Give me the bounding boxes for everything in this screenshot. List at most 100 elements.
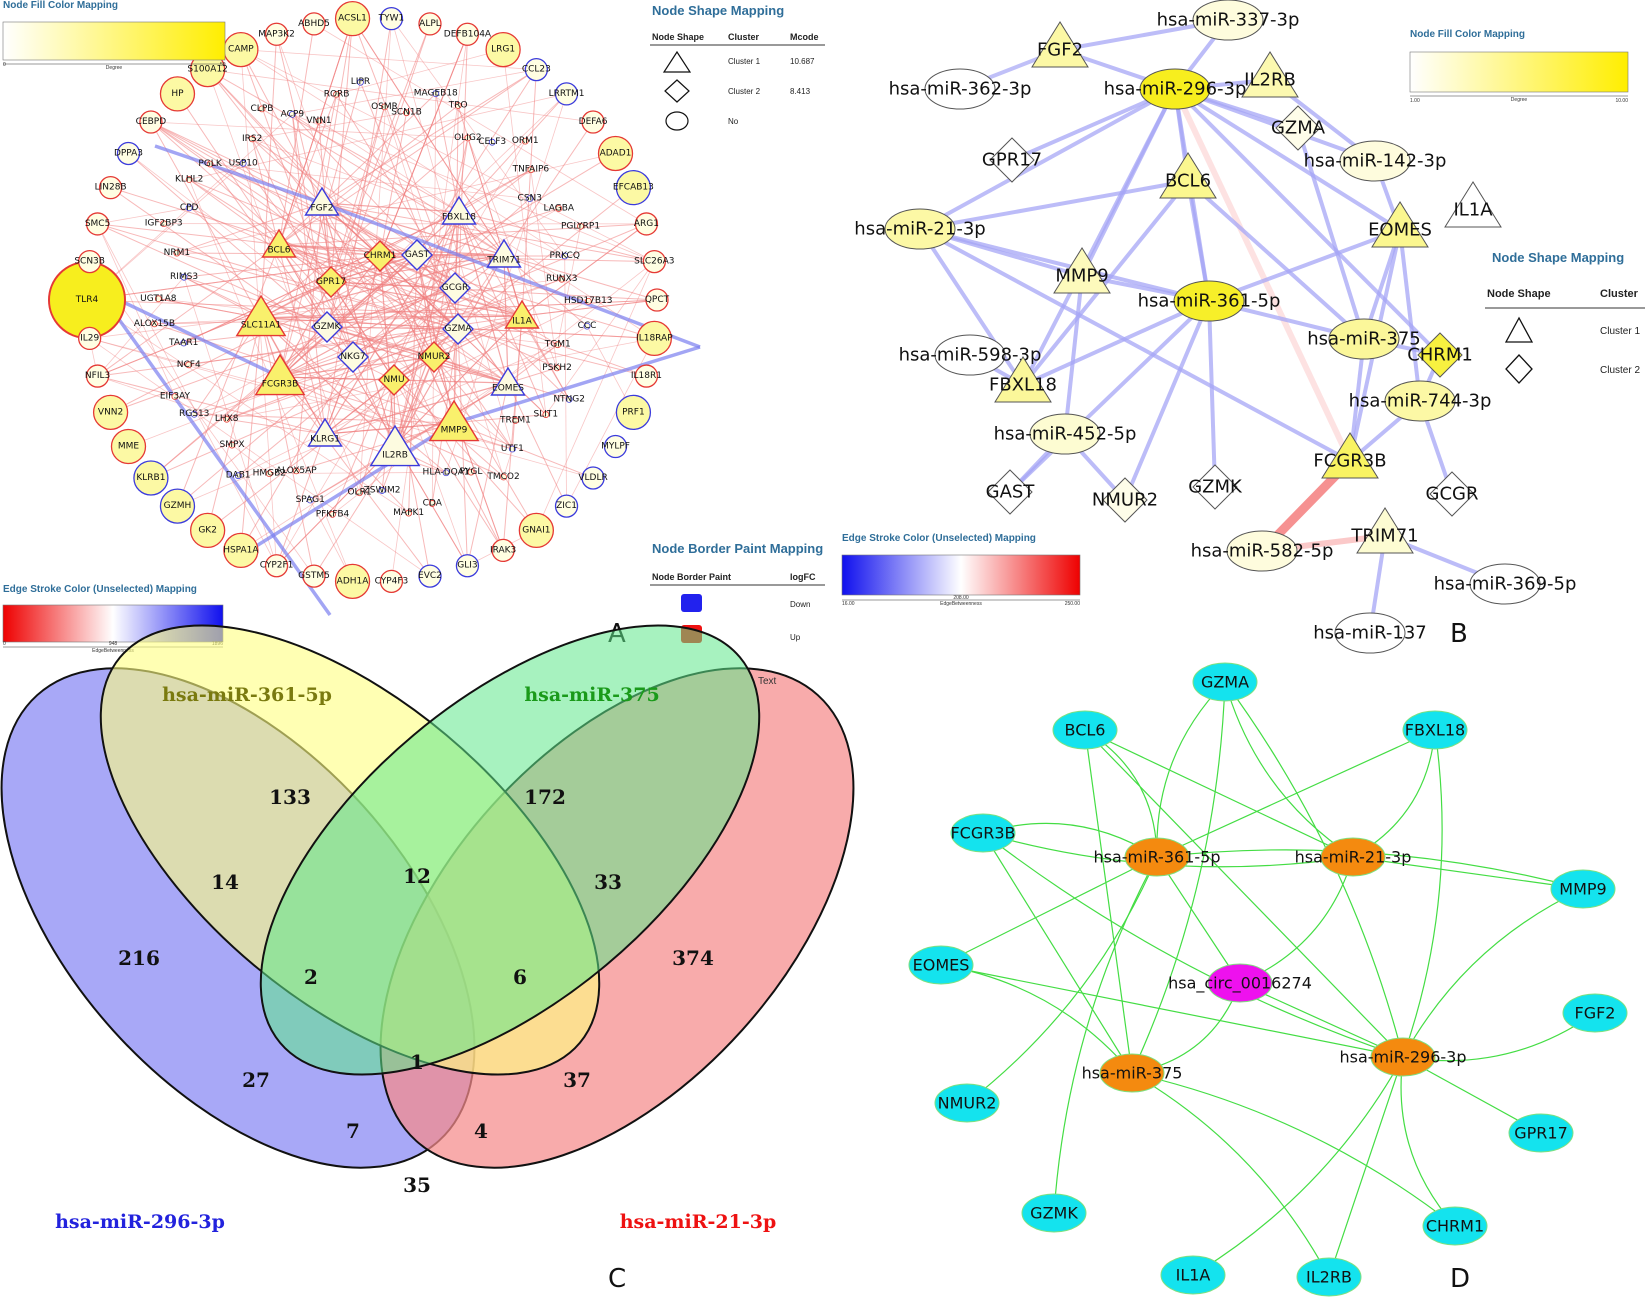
a-edge-blue xyxy=(97,288,281,379)
a-edge xyxy=(324,422,455,435)
b-node-fcgr3b: FCGR3B xyxy=(1313,432,1387,479)
b-fill-gradient xyxy=(1409,51,1629,93)
a-node-smc5: SMC5 xyxy=(85,212,110,236)
a-edge xyxy=(292,113,505,256)
a-edge xyxy=(177,356,354,507)
a-node-olig2: OLIG2 xyxy=(454,133,481,143)
svg-text:ARG1: ARG1 xyxy=(634,219,659,229)
a-edge xyxy=(502,315,523,551)
svg-text:ADAD1: ADAD1 xyxy=(600,148,632,158)
svg-text:SCN1B: SCN1B xyxy=(391,108,422,118)
svg-text:DEFB104A: DEFB104A xyxy=(444,29,492,39)
svg-text:CEBPD: CEBPD xyxy=(136,117,167,127)
svg-text:KLHL2: KLHL2 xyxy=(175,175,203,185)
b-edge-bcl6-fbxl18 xyxy=(1021,179,1190,387)
d-gene-node-il2rb: IL2RB xyxy=(1296,1257,1362,1297)
venn-region-counts: 216 133 172 374 14 12 33 2 6 1 27 37 7 4… xyxy=(118,785,714,1197)
a-edge xyxy=(207,317,262,531)
svg-text:DPPA3: DPPA3 xyxy=(114,148,143,158)
a-edge xyxy=(278,105,459,246)
d-mirna-node-d21: hsa-miR-21-3p xyxy=(1295,837,1411,877)
b-node-nmur2: NMUR2 xyxy=(1092,477,1158,523)
a-edge xyxy=(260,254,505,319)
a-node-il18r1: IL18R1 xyxy=(631,364,662,388)
b-node-m296: hsa-miR-296-3p xyxy=(1104,68,1246,110)
svg-text:GAST: GAST xyxy=(986,482,1036,503)
svg-text:VLDLR: VLDLR xyxy=(578,473,607,483)
svg-text:IL2RB: IL2RB xyxy=(1306,1268,1352,1287)
a-node-adh1a: ADH1A xyxy=(334,563,371,599)
svg-text:ORM1: ORM1 xyxy=(512,136,539,146)
a-edge xyxy=(260,315,523,319)
a-edge xyxy=(324,382,509,435)
a-edge xyxy=(330,106,385,283)
a-edge xyxy=(189,179,523,317)
b-edge-gzma-m375 xyxy=(1296,127,1366,340)
svg-text:IL2RB: IL2RB xyxy=(382,451,408,461)
a-edge xyxy=(381,379,395,491)
b-shape-head-shape: Node Shape xyxy=(1487,288,1551,300)
a-edge xyxy=(89,338,431,577)
venn-count-only-361: 133 xyxy=(269,785,311,809)
a-edge xyxy=(97,223,328,328)
svg-text:TAAR1: TAAR1 xyxy=(168,338,198,348)
b-node-mmp9: MMP9 xyxy=(1053,247,1111,294)
a-node-klhl2: KLHL2 xyxy=(175,175,203,185)
a-edge xyxy=(128,153,328,328)
a-edge xyxy=(207,69,381,257)
a-edge xyxy=(326,326,509,384)
b-edge-mid: 208.00 xyxy=(953,595,969,601)
svg-text:TRO: TRO xyxy=(448,100,468,110)
svg-text:ALPL: ALPL xyxy=(419,19,441,29)
svg-text:MAGEB18: MAGEB18 xyxy=(414,89,458,99)
a-edge xyxy=(177,344,558,507)
svg-text:hsa_circ_0016274: hsa_circ_0016274 xyxy=(1168,974,1312,994)
a-node-ncf4: NCF4 xyxy=(177,360,201,370)
svg-text:MMP9: MMP9 xyxy=(441,426,468,436)
a-node-ccl23: CCL23 xyxy=(522,57,551,82)
a-node-defb104a: DEFB104A xyxy=(444,22,492,46)
svg-text:RGS13: RGS13 xyxy=(179,409,209,419)
b-edge-m361-gzmk xyxy=(1207,300,1217,488)
a-node-alox15b: ALOX15B xyxy=(134,319,175,329)
a-edge-legend-title: Edge Stroke Color (Unselected) Mapping xyxy=(3,584,197,595)
a-node-adad1: ADAD1 xyxy=(597,135,634,172)
a-edge xyxy=(278,69,537,246)
svg-text:FBXL18: FBXL18 xyxy=(442,212,476,222)
a-node-fbxl18: FBXL18 xyxy=(441,195,477,225)
svg-text:GPR17: GPR17 xyxy=(982,150,1042,171)
svg-text:OSMR: OSMR xyxy=(371,102,398,112)
d-edge-d296-chrm1 xyxy=(1400,1056,1456,1227)
b-node-fgf2: FGF2 xyxy=(1031,21,1089,68)
a-node-gnai1: GNAI1 xyxy=(518,512,555,549)
panel-d-letter: D xyxy=(1450,1264,1470,1294)
d-edge-center-d21 xyxy=(1239,856,1354,984)
d-edge-d21-bcl6 xyxy=(1084,729,1354,858)
d-edge-d375-eomes xyxy=(940,964,1133,1074)
svg-text:FGF2: FGF2 xyxy=(310,203,333,213)
d-edge-d296-fcgr3b xyxy=(982,832,1404,1058)
svg-text:GCGR: GCGR xyxy=(442,283,469,293)
a-edge xyxy=(416,69,537,256)
svg-text:TRIM71: TRIM71 xyxy=(486,255,521,265)
a-node-lin28b: LIN28B xyxy=(95,176,127,200)
svg-text:NMUR2: NMUR2 xyxy=(938,1094,997,1113)
a-edge xyxy=(521,299,658,317)
b-edge-bcl6-m21 xyxy=(919,179,1189,231)
a-edge xyxy=(240,317,262,551)
b-edge-eomes-m744 xyxy=(1398,229,1422,402)
venn-count-361-21: 37 xyxy=(563,1068,591,1092)
b-edge-m361-fbxl18 xyxy=(1022,299,1210,387)
svg-text:CAMP: CAMP xyxy=(228,45,254,55)
a-node-nkg7: NKG7 xyxy=(337,341,369,373)
a-node-spag1: SPAG1 xyxy=(296,495,325,505)
a-edge xyxy=(150,121,381,257)
svg-text:CDA: CDA xyxy=(423,498,443,508)
a-edge xyxy=(110,287,456,413)
svg-text:LRG1: LRG1 xyxy=(491,45,515,55)
a-node-il18rap: IL18RAP xyxy=(636,320,673,357)
a-node-slit1: SLIT1 xyxy=(534,410,559,420)
a-edge xyxy=(330,281,523,317)
d-gene-node-fcgr3b: FCGR3B xyxy=(950,813,1016,853)
a-edge-blue xyxy=(321,201,701,349)
